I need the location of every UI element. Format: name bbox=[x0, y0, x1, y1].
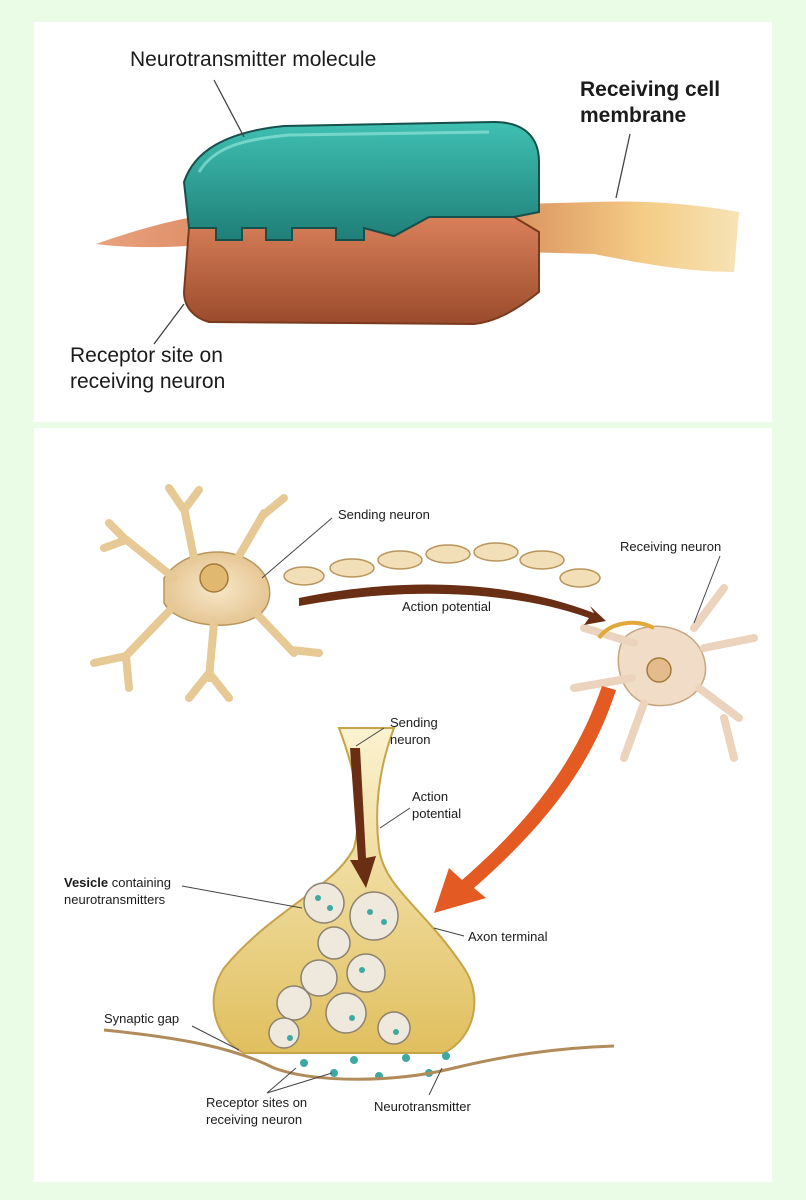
synapse-panel: Sending neuron Receiving neuron Action p… bbox=[34, 428, 772, 1182]
receiving-membrane bbox=[103, 1028, 615, 1081]
receptor-illustration bbox=[96, 79, 739, 345]
action-potential-detail-label-line2: potential bbox=[412, 806, 462, 821]
receptor-site-label-line1: Receptor site on bbox=[70, 344, 223, 367]
receiving-neuron-drawing bbox=[570, 584, 758, 762]
receiving-cell-membrane-label-line1: Receiving cell bbox=[580, 78, 721, 101]
axon-terminal-label: Axon terminal bbox=[468, 929, 548, 944]
vesicle-label-rest: containing bbox=[108, 875, 171, 890]
receptor-site-label-line2: receiving neuron bbox=[70, 370, 226, 393]
vesicle-label-bold: Vesicle bbox=[64, 875, 109, 890]
axon-terminal-drawing bbox=[212, 727, 476, 1054]
vesicle-label-line2: neurotransmitters bbox=[64, 892, 166, 907]
terminal-action-potential-arrow bbox=[350, 748, 376, 888]
synaptic-gap-label: Synaptic gap bbox=[104, 1011, 180, 1026]
neurotransmitter-dots bbox=[287, 895, 450, 1080]
neurotransmitter-label: Neurotransmitter bbox=[374, 1099, 471, 1114]
sending-neuron-drawing bbox=[90, 484, 323, 702]
vesicles bbox=[268, 882, 411, 1049]
zoom-arrow bbox=[434, 686, 616, 913]
sending-neuron-detail-label-line1: Sending bbox=[390, 715, 438, 730]
sending-neuron-detail-label-line2: neuron bbox=[390, 732, 431, 747]
synapse-illustration bbox=[90, 484, 758, 1096]
receptor-sites-label-line2: receiving neuron bbox=[206, 1112, 303, 1127]
action-potential-detail-label-line1: Action bbox=[412, 789, 449, 804]
axon-drawing bbox=[283, 542, 601, 588]
receptor-sites-label-line1: Receptor sites on bbox=[206, 1095, 308, 1110]
vesicle-label-line1: Vesicle containing bbox=[64, 875, 171, 891]
sending-neuron-label: Sending neuron bbox=[338, 507, 430, 522]
receptor-lock-key-panel: Neurotransmitter molecule Receiving cell… bbox=[34, 22, 772, 422]
action-potential-label: Action potential bbox=[402, 599, 491, 614]
receiving-cell-membrane-label-line2: membrane bbox=[580, 104, 687, 127]
neurotransmitter-block bbox=[182, 120, 540, 241]
action-potential-arrow bbox=[299, 584, 606, 625]
neurotransmitter-molecule-label: Neurotransmitter molecule bbox=[130, 48, 377, 71]
receiving-neuron-label: Receiving neuron bbox=[620, 539, 722, 554]
